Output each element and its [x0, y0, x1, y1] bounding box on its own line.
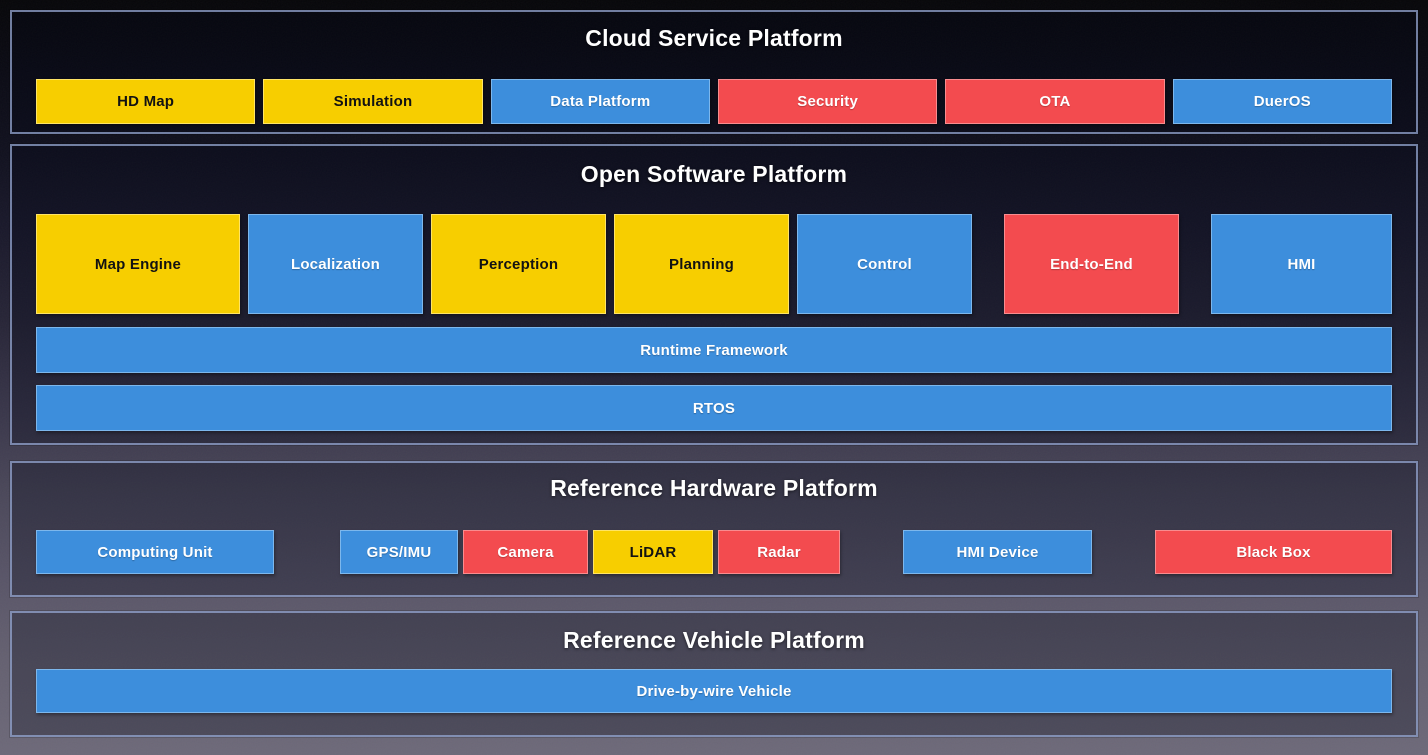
- vehicle-platform-title: Reference Vehicle Platform: [563, 627, 865, 653]
- box-security: Security: [717, 79, 938, 124]
- bar-runtime-framework: Runtime Framework: [36, 327, 1392, 373]
- bar-drive-by-wire-vehicle: Drive-by-wire Vehicle: [36, 669, 1392, 713]
- box-perception: Perception: [431, 214, 606, 314]
- box-hd-map: HD Map: [36, 79, 256, 124]
- box-dueros: DuerOS: [1172, 79, 1392, 124]
- box-hmi-device: HMI Device: [903, 530, 1092, 574]
- box-localization: Localization: [248, 214, 423, 314]
- hardware-devices-row: Computing Unit GPS/IMU Camera LiDAR Rada…: [36, 530, 1392, 574]
- section-reference-hardware-platform: Reference Hardware Platform Computing Un…: [10, 461, 1418, 597]
- box-simulation: Simulation: [263, 79, 483, 124]
- box-camera: Camera: [463, 530, 588, 574]
- box-radar: Radar: [718, 530, 840, 574]
- cloud-platform-title: Cloud Service Platform: [585, 25, 843, 51]
- box-hmi: HMI: [1211, 214, 1392, 314]
- box-data-platform: Data Platform: [490, 79, 710, 124]
- section-open-software-platform: Open Software Platform Map Engine Locali…: [10, 144, 1418, 445]
- bar-rtos: RTOS: [36, 385, 1392, 431]
- hardware-platform-title: Reference Hardware Platform: [550, 475, 878, 501]
- box-computing-unit: Computing Unit: [36, 530, 274, 574]
- box-lidar: LiDAR: [593, 530, 713, 574]
- box-map-engine: Map Engine: [36, 214, 240, 314]
- box-gps-imu: GPS/IMU: [340, 530, 458, 574]
- software-platform-title: Open Software Platform: [580, 161, 848, 187]
- box-planning: Planning: [614, 214, 789, 314]
- cloud-services-row: HD Map Simulation Data Platform Security…: [36, 79, 1392, 124]
- box-control: Control: [797, 214, 972, 314]
- section-cloud-service-platform: Cloud Service Platform HD Map Simulation…: [10, 10, 1418, 134]
- software-modules-row: Map Engine Localization Perception Plann…: [36, 214, 1392, 314]
- section-reference-vehicle-platform: Reference Vehicle Platform Drive-by-wire…: [10, 611, 1418, 737]
- box-ota: OTA: [945, 79, 1165, 124]
- box-black-box: Black Box: [1155, 530, 1392, 574]
- box-end-to-end: End-to-End: [1004, 214, 1179, 314]
